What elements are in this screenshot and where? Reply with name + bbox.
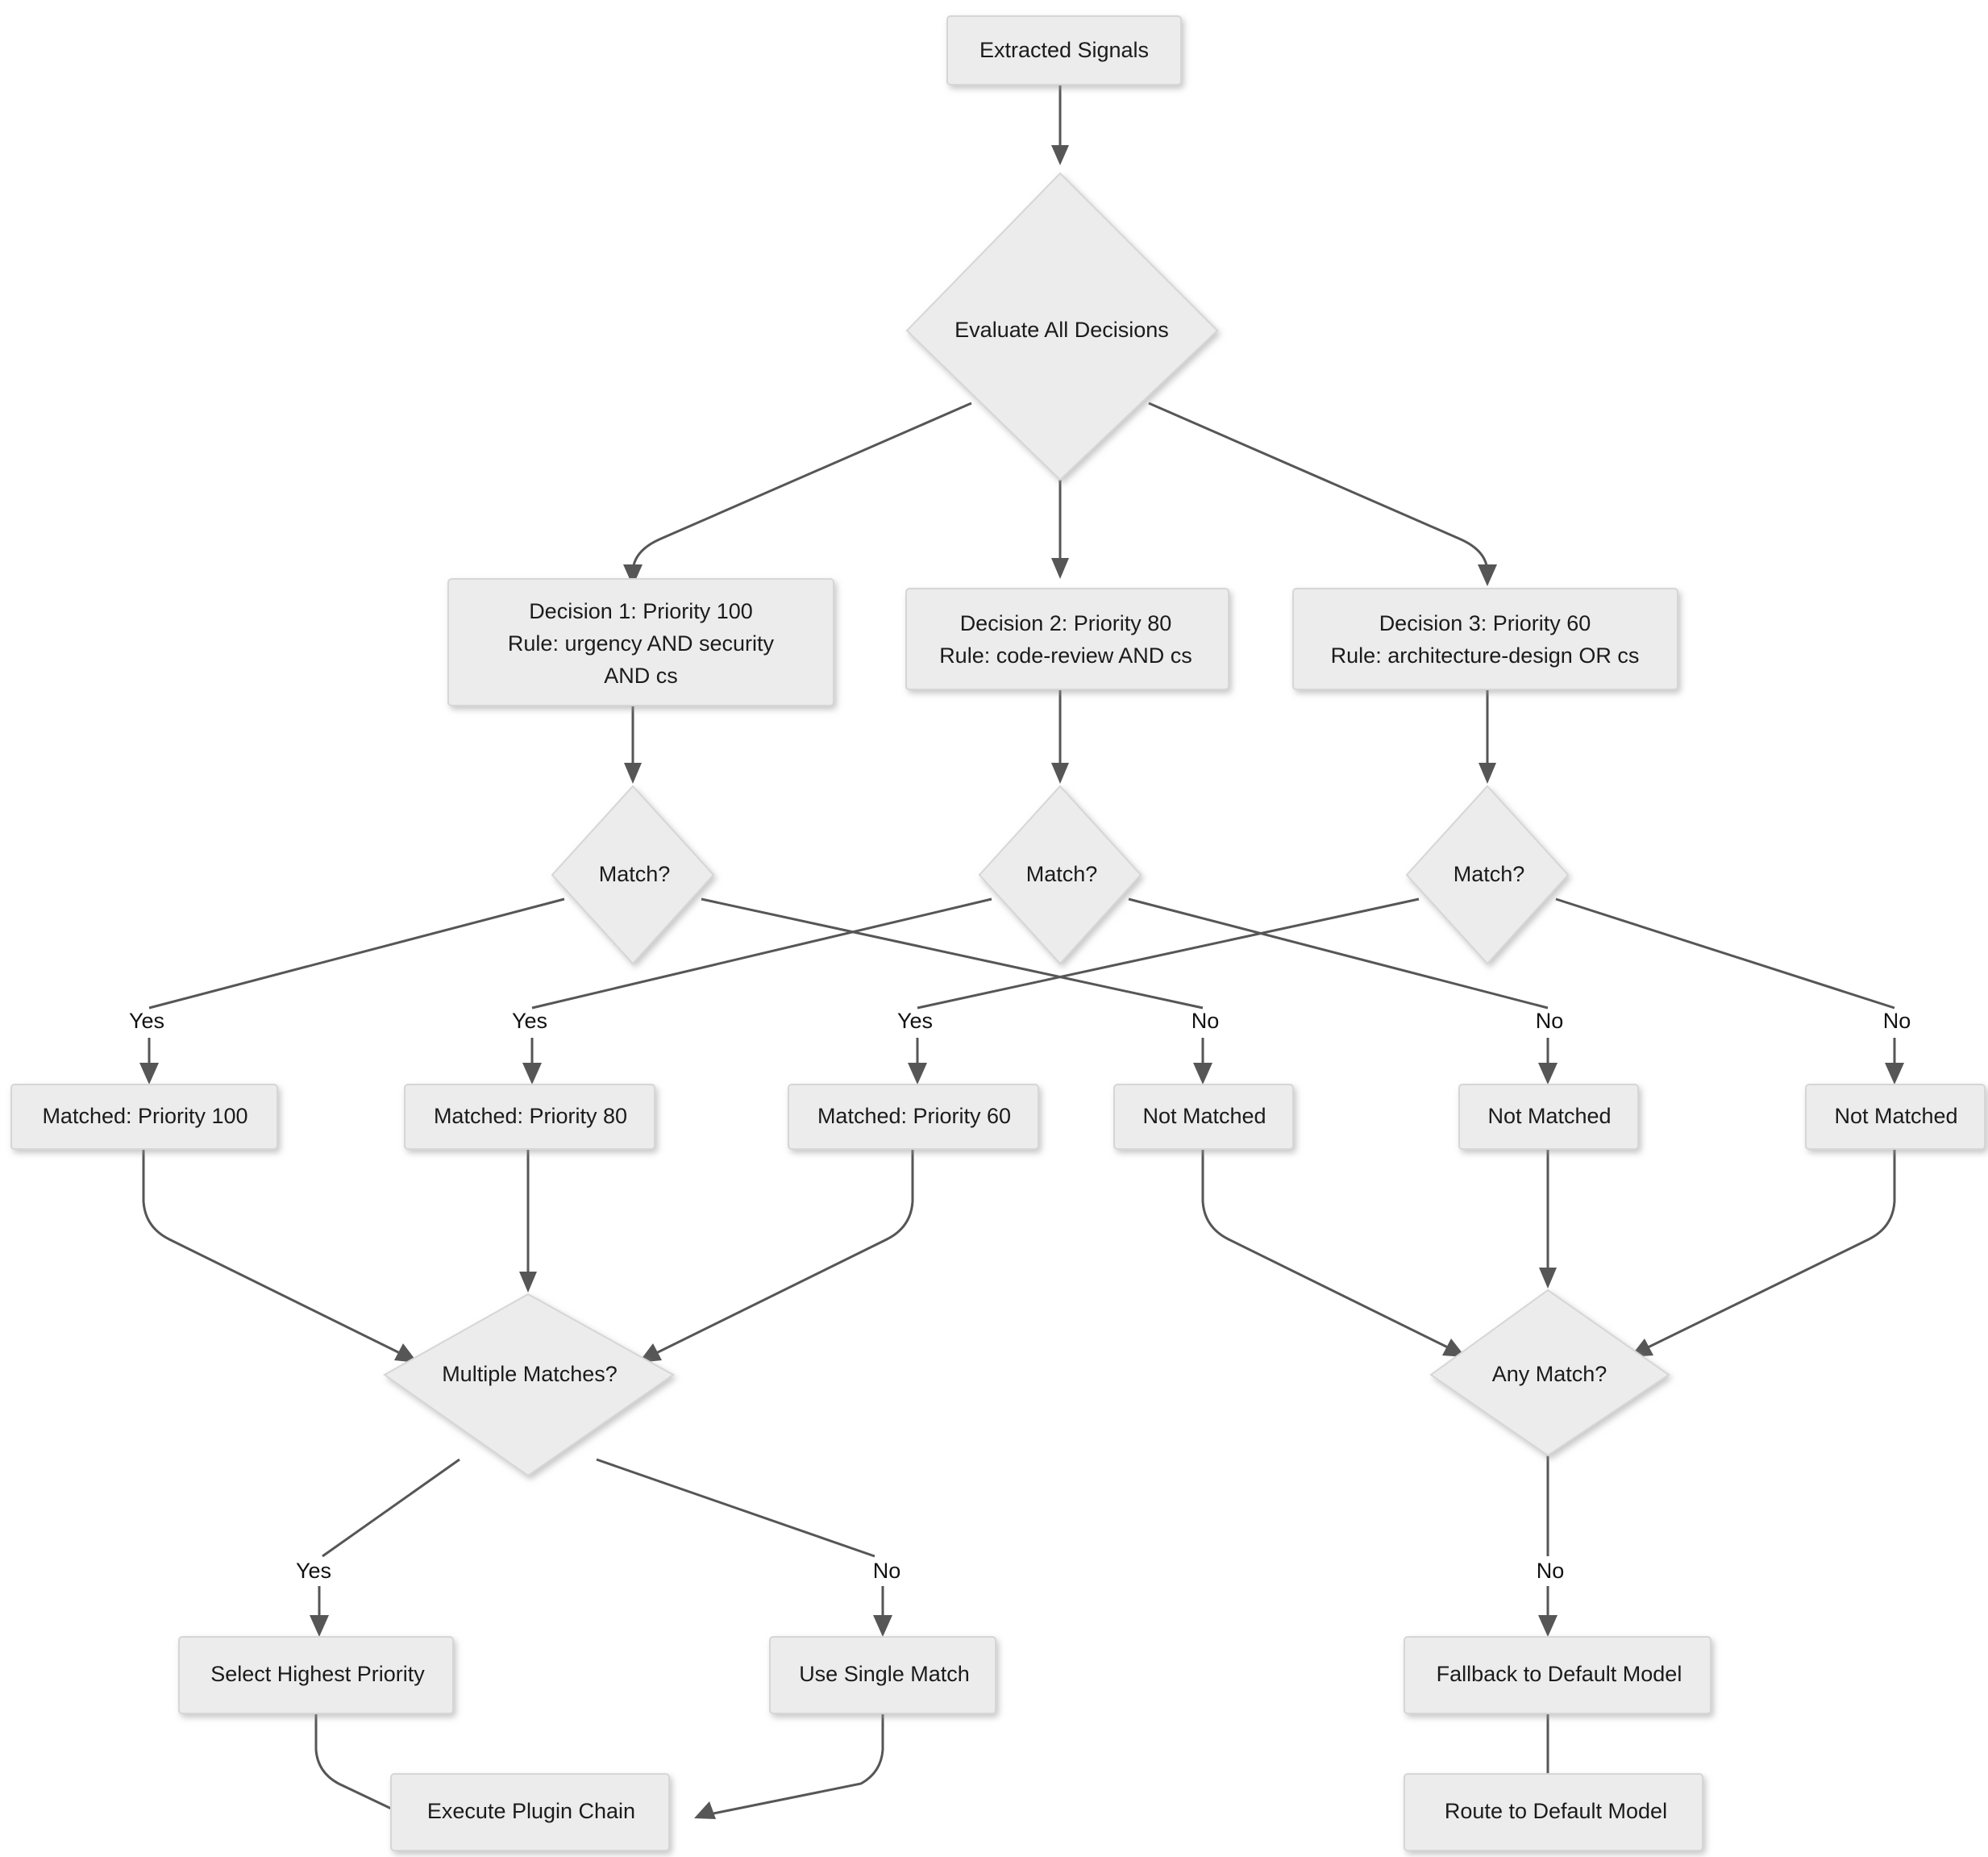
edge-multiple-no [596, 1458, 892, 1637]
node-any-match-label: Any Match? [1492, 1362, 1607, 1386]
edge-evaluate-to-decision3 [1148, 402, 1497, 586]
node-not-matched-2-label: Not Matched [1487, 1104, 1611, 1128]
node-matched-priority-60[interactable]: Matched: Priority 60 [788, 1084, 1039, 1150]
edge-decision3-to-match3 [1479, 689, 1496, 784]
node-decision-1-line3: AND cs [604, 664, 678, 688]
edge-label-match2-yes: Yes [512, 1009, 547, 1033]
node-execute-plugin-chain-label: Execute Plugin Chain [427, 1799, 635, 1823]
edge-label-match1-no: No [1192, 1009, 1220, 1033]
node-not-matched-1[interactable]: Not Matched [1113, 1084, 1294, 1150]
node-fallback-default-model-label: Fallback to Default Model [1437, 1662, 1682, 1686]
node-select-highest-priority-label: Select Highest Priority [210, 1662, 425, 1686]
edge-label-layer: Yes Yes Yes No No No Yes No No [129, 1009, 1911, 1583]
edge-match3-no [1555, 897, 1904, 1085]
node-use-single-match-label: Use Single Match [799, 1662, 970, 1686]
edge-label-match2-no: No [1536, 1009, 1564, 1033]
node-decision-2-line2: Rule: code-review AND cs [939, 643, 1192, 668]
edge-label-multiple-yes: Yes [296, 1559, 331, 1583]
edge-label-match1-yes: Yes [129, 1009, 164, 1033]
edge-matched60-to-multiple [638, 1149, 914, 1363]
edge-matched80-to-multiple [519, 1149, 537, 1293]
node-decision-1-line1: Decision 1: Priority 100 [529, 599, 753, 623]
edge-evaluate-to-decision1 [623, 402, 972, 586]
edge-signals-to-evaluate [1051, 85, 1069, 165]
node-evaluate-all-decisions-label: Evaluate All Decisions [954, 318, 1169, 342]
node-matched-priority-60-label: Matched: Priority 60 [817, 1104, 1011, 1128]
edge-layer [139, 85, 1904, 1822]
edge-multiple-yes [310, 1458, 460, 1637]
node-use-single-match[interactable]: Use Single Match [769, 1636, 996, 1714]
node-extracted-signals-label: Extracted Signals [979, 38, 1149, 62]
node-multiple-matches[interactable]: Multiple Matches? [383, 1293, 675, 1477]
node-evaluate-all-decisions[interactable]: Evaluate All Decisions [905, 172, 1219, 481]
edge-decision1-to-match1 [624, 706, 642, 784]
edge-match1-yes [139, 897, 565, 1085]
edge-match3-yes [908, 897, 1420, 1085]
node-decision-3-line1: Decision 3: Priority 60 [1379, 611, 1591, 635]
edge-match2-yes [522, 897, 992, 1085]
edge-label-match3-no: No [1883, 1009, 1911, 1033]
edge-usesingle-to-execute [694, 1713, 884, 1819]
edge-evaluate-to-decision2 [1051, 480, 1069, 579]
node-not-matched-1-label: Not Matched [1142, 1104, 1266, 1128]
node-decision-1-line2: Rule: urgency AND security [508, 631, 775, 656]
edge-label-match3-yes: Yes [897, 1009, 933, 1033]
node-match-3-label: Match? [1454, 862, 1525, 886]
edge-decision2-to-match2 [1051, 689, 1069, 784]
edge-match1-no [701, 897, 1212, 1085]
node-route-default-model[interactable]: Route to Default Model [1404, 1773, 1703, 1851]
edge-label-multiple-no: No [873, 1559, 901, 1583]
edge-matched100-to-multiple [142, 1149, 418, 1363]
node-not-matched-2[interactable]: Not Matched [1458, 1084, 1639, 1150]
node-not-matched-3-label: Not Matched [1834, 1104, 1957, 1128]
node-decision-1[interactable]: Decision 1: Priority 100 Rule: urgency A… [447, 578, 834, 706]
edge-match2-no [1128, 897, 1558, 1085]
edge-notmatched1-to-anymatch [1201, 1149, 1466, 1357]
node-decision-3-line2: Rule: architecture-design OR cs [1331, 643, 1640, 668]
node-select-highest-priority[interactable]: Select Highest Priority [178, 1636, 454, 1714]
edge-notmatched3-to-anymatch [1630, 1149, 1896, 1357]
node-decision-2[interactable]: Decision 2: Priority 80 Rule: code-revie… [905, 588, 1229, 690]
node-any-match[interactable]: Any Match? [1429, 1289, 1670, 1457]
edge-notmatched2-to-anymatch [1539, 1149, 1557, 1289]
node-matched-priority-100[interactable]: Matched: Priority 100 [10, 1084, 278, 1150]
node-multiple-matches-label: Multiple Matches? [442, 1362, 618, 1386]
node-decision-2-line1: Decision 2: Priority 80 [960, 611, 1172, 635]
node-decision-3[interactable]: Decision 3: Priority 60 Rule: architectu… [1292, 588, 1678, 690]
node-matched-priority-100-label: Matched: Priority 100 [42, 1104, 247, 1128]
edge-anymatch-no [1538, 1451, 1558, 1637]
node-route-default-model-label: Route to Default Model [1445, 1799, 1667, 1823]
node-matched-priority-80-label: Matched: Priority 80 [434, 1104, 627, 1128]
node-not-matched-3[interactable]: Not Matched [1805, 1084, 1986, 1150]
node-layer: Extracted Signals Evaluate All Decisions… [10, 15, 1986, 1851]
node-match-3[interactable]: Match? [1405, 785, 1570, 965]
node-match-1[interactable]: Match? [551, 785, 715, 965]
node-match-1-label: Match? [599, 862, 671, 886]
edge-label-anymatch-no: No [1537, 1559, 1565, 1583]
node-execute-plugin-chain[interactable]: Execute Plugin Chain [390, 1773, 670, 1851]
node-fallback-default-model[interactable]: Fallback to Default Model [1404, 1636, 1711, 1714]
node-match-2[interactable]: Match? [978, 785, 1142, 965]
node-extracted-signals[interactable]: Extracted Signals [946, 15, 1182, 85]
node-match-2-label: Match? [1026, 862, 1098, 886]
node-matched-priority-80[interactable]: Matched: Priority 80 [404, 1084, 655, 1150]
